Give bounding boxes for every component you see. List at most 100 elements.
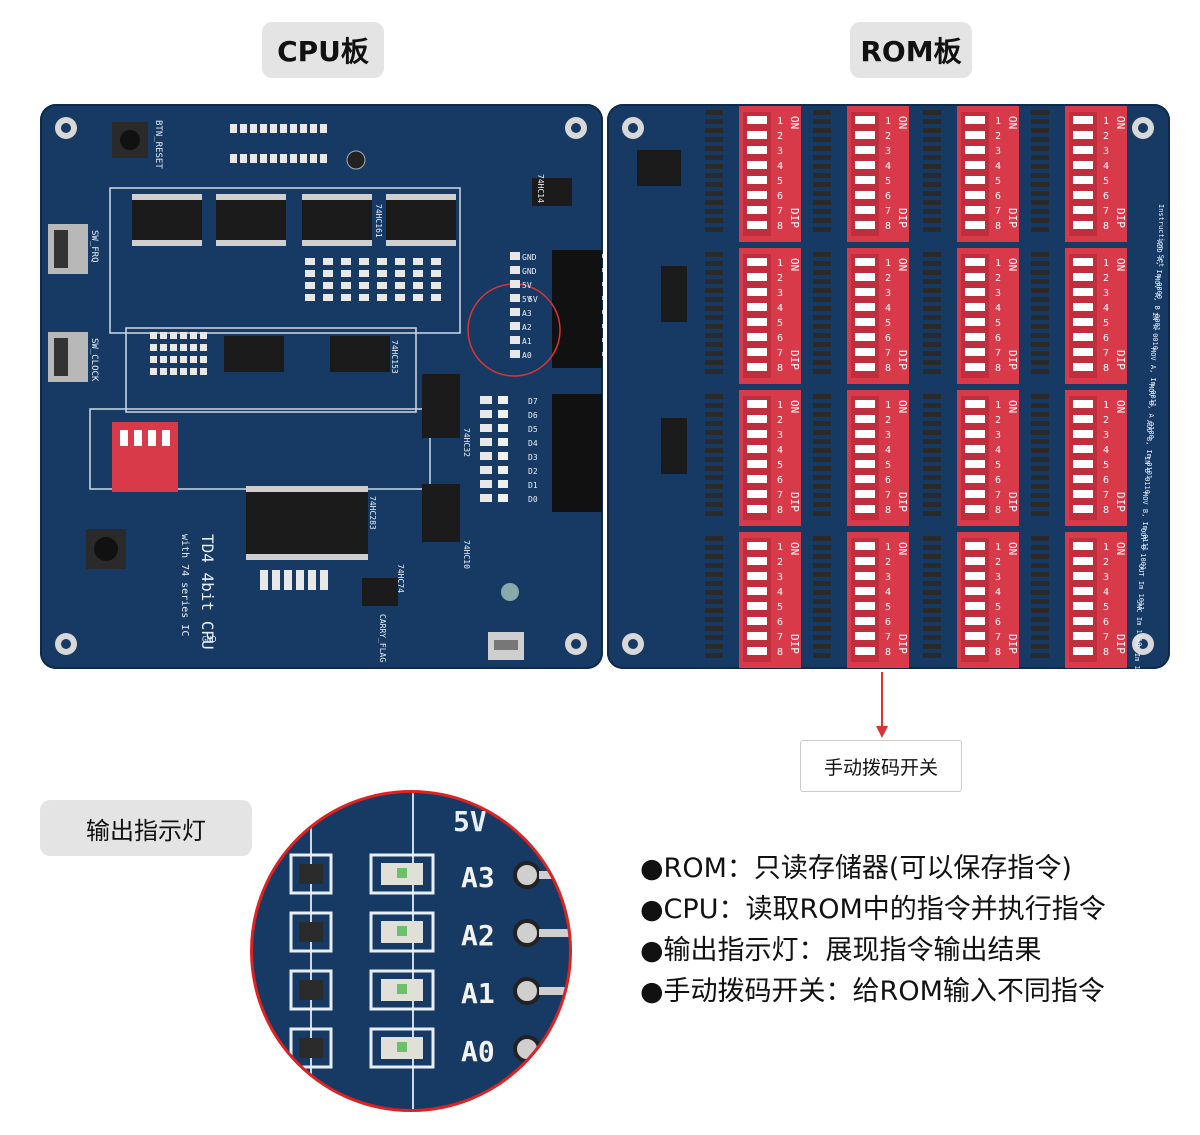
instruction-set-text: IN B 0110 [1143, 456, 1151, 494]
dip-number: 7 [995, 632, 1001, 643]
dip-number: 2 [885, 131, 891, 142]
header-pin-label: A1 [522, 337, 532, 346]
dip-number: 4 [777, 161, 783, 172]
zoom-pin-label: A2 [461, 919, 495, 952]
dip-on-label: ON [788, 258, 801, 271]
dip-dip-label: DIP [788, 208, 801, 228]
instruction-set-text: JMP Im 1111 [1133, 636, 1141, 669]
chip-label-161: 74HC161 [374, 204, 383, 238]
dip-number: 3 [777, 572, 783, 583]
dip-number: 2 [885, 273, 891, 284]
dip-number: 2 [995, 131, 1001, 142]
instruction-set-text: MOV A, Im 0011 [1149, 348, 1157, 407]
dip-number: 4 [1103, 303, 1109, 314]
dip-on-label: ON [896, 258, 909, 271]
dip-number: 5 [777, 318, 783, 329]
dip-number: 4 [995, 445, 1001, 456]
dip-number: 2 [995, 557, 1001, 568]
zoom-pin-label: A0 [461, 1035, 495, 1068]
description-list: ●ROM：只读存储器(可以保存指令) ●CPU：读取ROM中的指令并执行指令 ●… [640, 848, 1106, 1012]
dip-number: 6 [995, 617, 1001, 628]
dip-dip-label: DIP [1114, 634, 1127, 654]
header-pin-label: D7 [528, 397, 538, 406]
dip-number: 6 [885, 475, 891, 486]
instruction-set-text: OUT B 1001 [1139, 528, 1147, 570]
dip-dip-label: DIP [1006, 208, 1019, 228]
dip-number: 1 [885, 542, 891, 553]
dip-number: 6 [995, 333, 1001, 344]
dip-number: 6 [1103, 191, 1109, 202]
dip-number: 4 [1103, 161, 1109, 172]
instruction-set-text: MOV B, A 0100 [1147, 384, 1155, 439]
dip-number: 6 [777, 191, 783, 202]
header-pin-label: GND [522, 253, 537, 262]
chip-label-74: 74HC74 [396, 564, 405, 593]
chip-label-14: 74HC14 [536, 174, 545, 203]
dip-number: 2 [995, 273, 1001, 284]
dip-dip-label: DIP [896, 634, 909, 654]
dip-number: 1 [1103, 400, 1109, 411]
dip-number: 7 [777, 206, 783, 217]
dip-number: 7 [885, 632, 891, 643]
dip-number: 3 [885, 572, 891, 583]
dip-number: 8 [1103, 221, 1109, 232]
header-pin-label: D5 [528, 425, 538, 434]
dip-on-label: ON [1114, 400, 1127, 413]
rom-board-label: ROM板 [850, 22, 972, 78]
dip-number: 8 [885, 363, 891, 374]
dip-number: 8 [995, 647, 1001, 658]
dip-on-label: ON [896, 542, 909, 555]
dip-dip-label: DIP [896, 492, 909, 512]
dip-number: 7 [885, 490, 891, 501]
chip-label-283: 74HC283 [368, 496, 377, 530]
header-pin-label: D6 [528, 411, 538, 420]
rom-board-art: ONDIP12345678ONDIP12345678ONDIP12345678O… [622, 106, 1165, 682]
zoom-5v: 5V [453, 805, 487, 838]
dip-on-label: ON [1114, 116, 1127, 129]
dip-on-label: ON [896, 116, 909, 129]
dip-number: 2 [995, 415, 1001, 426]
dip-number: 4 [777, 587, 783, 598]
dip-number: 6 [885, 617, 891, 628]
dip-number: 5 [885, 176, 891, 187]
dip-number: 4 [995, 161, 1001, 172]
dip-number: 7 [995, 206, 1001, 217]
dip-number: 5 [995, 460, 1001, 471]
dip-dip-label: DIP [788, 350, 801, 370]
dip-number: 1 [995, 400, 1001, 411]
dip-number: 3 [1103, 572, 1109, 583]
instruction-set-text: ADD B, Im 0101 [1145, 420, 1153, 479]
dip-number: 1 [995, 542, 1001, 553]
dip-number: 5 [777, 460, 783, 471]
instruction-set-text: MOV B, Im 0111 [1141, 492, 1149, 551]
dip-number: 5 [995, 318, 1001, 329]
dip-number: 7 [995, 490, 1001, 501]
dip-number: 2 [885, 415, 891, 426]
dip-number: 5 [995, 176, 1001, 187]
dip-number: 8 [1103, 505, 1109, 516]
cpu-board-label: CPU板 [262, 22, 384, 78]
dip-on-label: ON [788, 116, 801, 129]
dip-number: 5 [1103, 176, 1109, 187]
dip-number: 8 [777, 647, 783, 658]
dip-number: 1 [885, 116, 891, 127]
dip-dip-label: DIP [788, 492, 801, 512]
dip-number: 7 [995, 348, 1001, 359]
dip-number: 3 [885, 430, 891, 441]
